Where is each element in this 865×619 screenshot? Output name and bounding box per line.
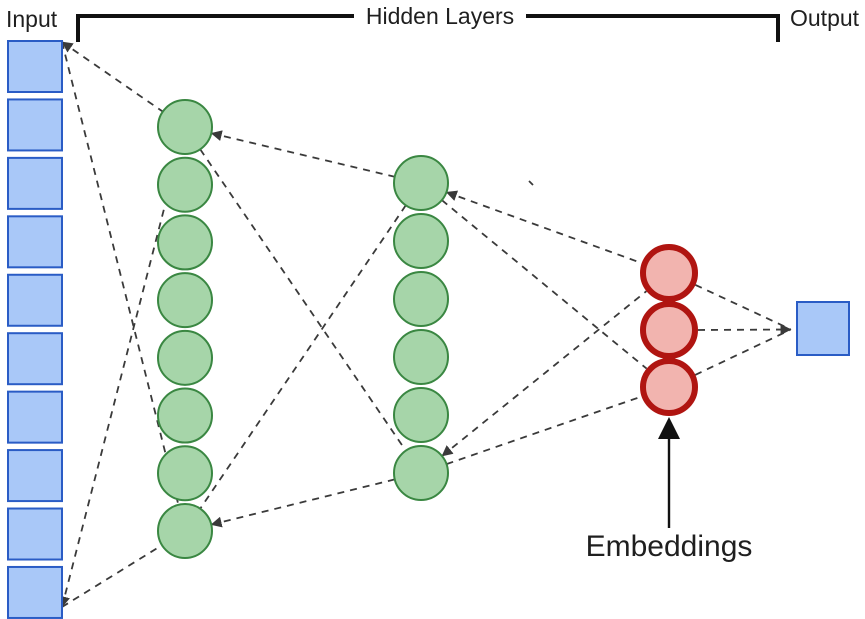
connection-line [199, 148, 407, 452]
connection-line [210, 478, 396, 528]
hidden-node [157, 156, 213, 213]
hidden-node [393, 387, 449, 443]
hidden-node [157, 214, 213, 271]
hidden-node [157, 445, 213, 502]
input-node [7, 156, 63, 210]
connection-line [528, 180, 534, 186]
connection-line [695, 284, 791, 330]
output-label: Output [790, 5, 860, 31]
hidden-node [157, 99, 213, 155]
hidden-node [157, 502, 213, 559]
input-node [7, 273, 63, 327]
input-node [7, 507, 63, 561]
connection-line [61, 41, 164, 113]
hidden-node [393, 271, 449, 327]
hidden-node [157, 387, 213, 444]
connection-line [61, 41, 180, 506]
input-label: Input [6, 6, 58, 32]
input-node [7, 565, 63, 619]
hidden-node [393, 155, 449, 211]
hidden-node [393, 445, 449, 501]
input-node [7, 390, 63, 444]
hidden-node [393, 329, 449, 385]
connection-line [59, 152, 180, 608]
connection-line [210, 130, 395, 178]
connection-lines [59, 41, 792, 608]
hidden-node [157, 272, 213, 329]
embedding-node [640, 358, 698, 416]
connection-line [446, 395, 642, 465]
connection-line [441, 199, 648, 370]
input-node [7, 98, 63, 152]
embedding-node [640, 244, 698, 302]
hidden-layers-label: Hidden Layers [366, 3, 514, 29]
connection-line [61, 544, 163, 608]
embeddings-label: Embeddings [586, 530, 753, 563]
hidden-node [393, 213, 449, 269]
input-node [7, 215, 63, 269]
embeddings-arrow-head-icon [658, 417, 680, 439]
output-node [796, 301, 850, 356]
connection-line [445, 190, 643, 264]
network-nodes [7, 40, 850, 619]
connection-line [697, 324, 792, 336]
input-node [7, 332, 63, 386]
embeddings-annotation: Embeddings [586, 417, 753, 563]
connection-line [441, 290, 647, 457]
hidden-layers-bracket [76, 14, 780, 42]
embedding-node [640, 301, 698, 359]
input-node [7, 449, 63, 503]
input-node [7, 40, 63, 93]
connection-line [199, 204, 407, 510]
connection-line [694, 329, 791, 376]
hidden-node [157, 329, 213, 386]
